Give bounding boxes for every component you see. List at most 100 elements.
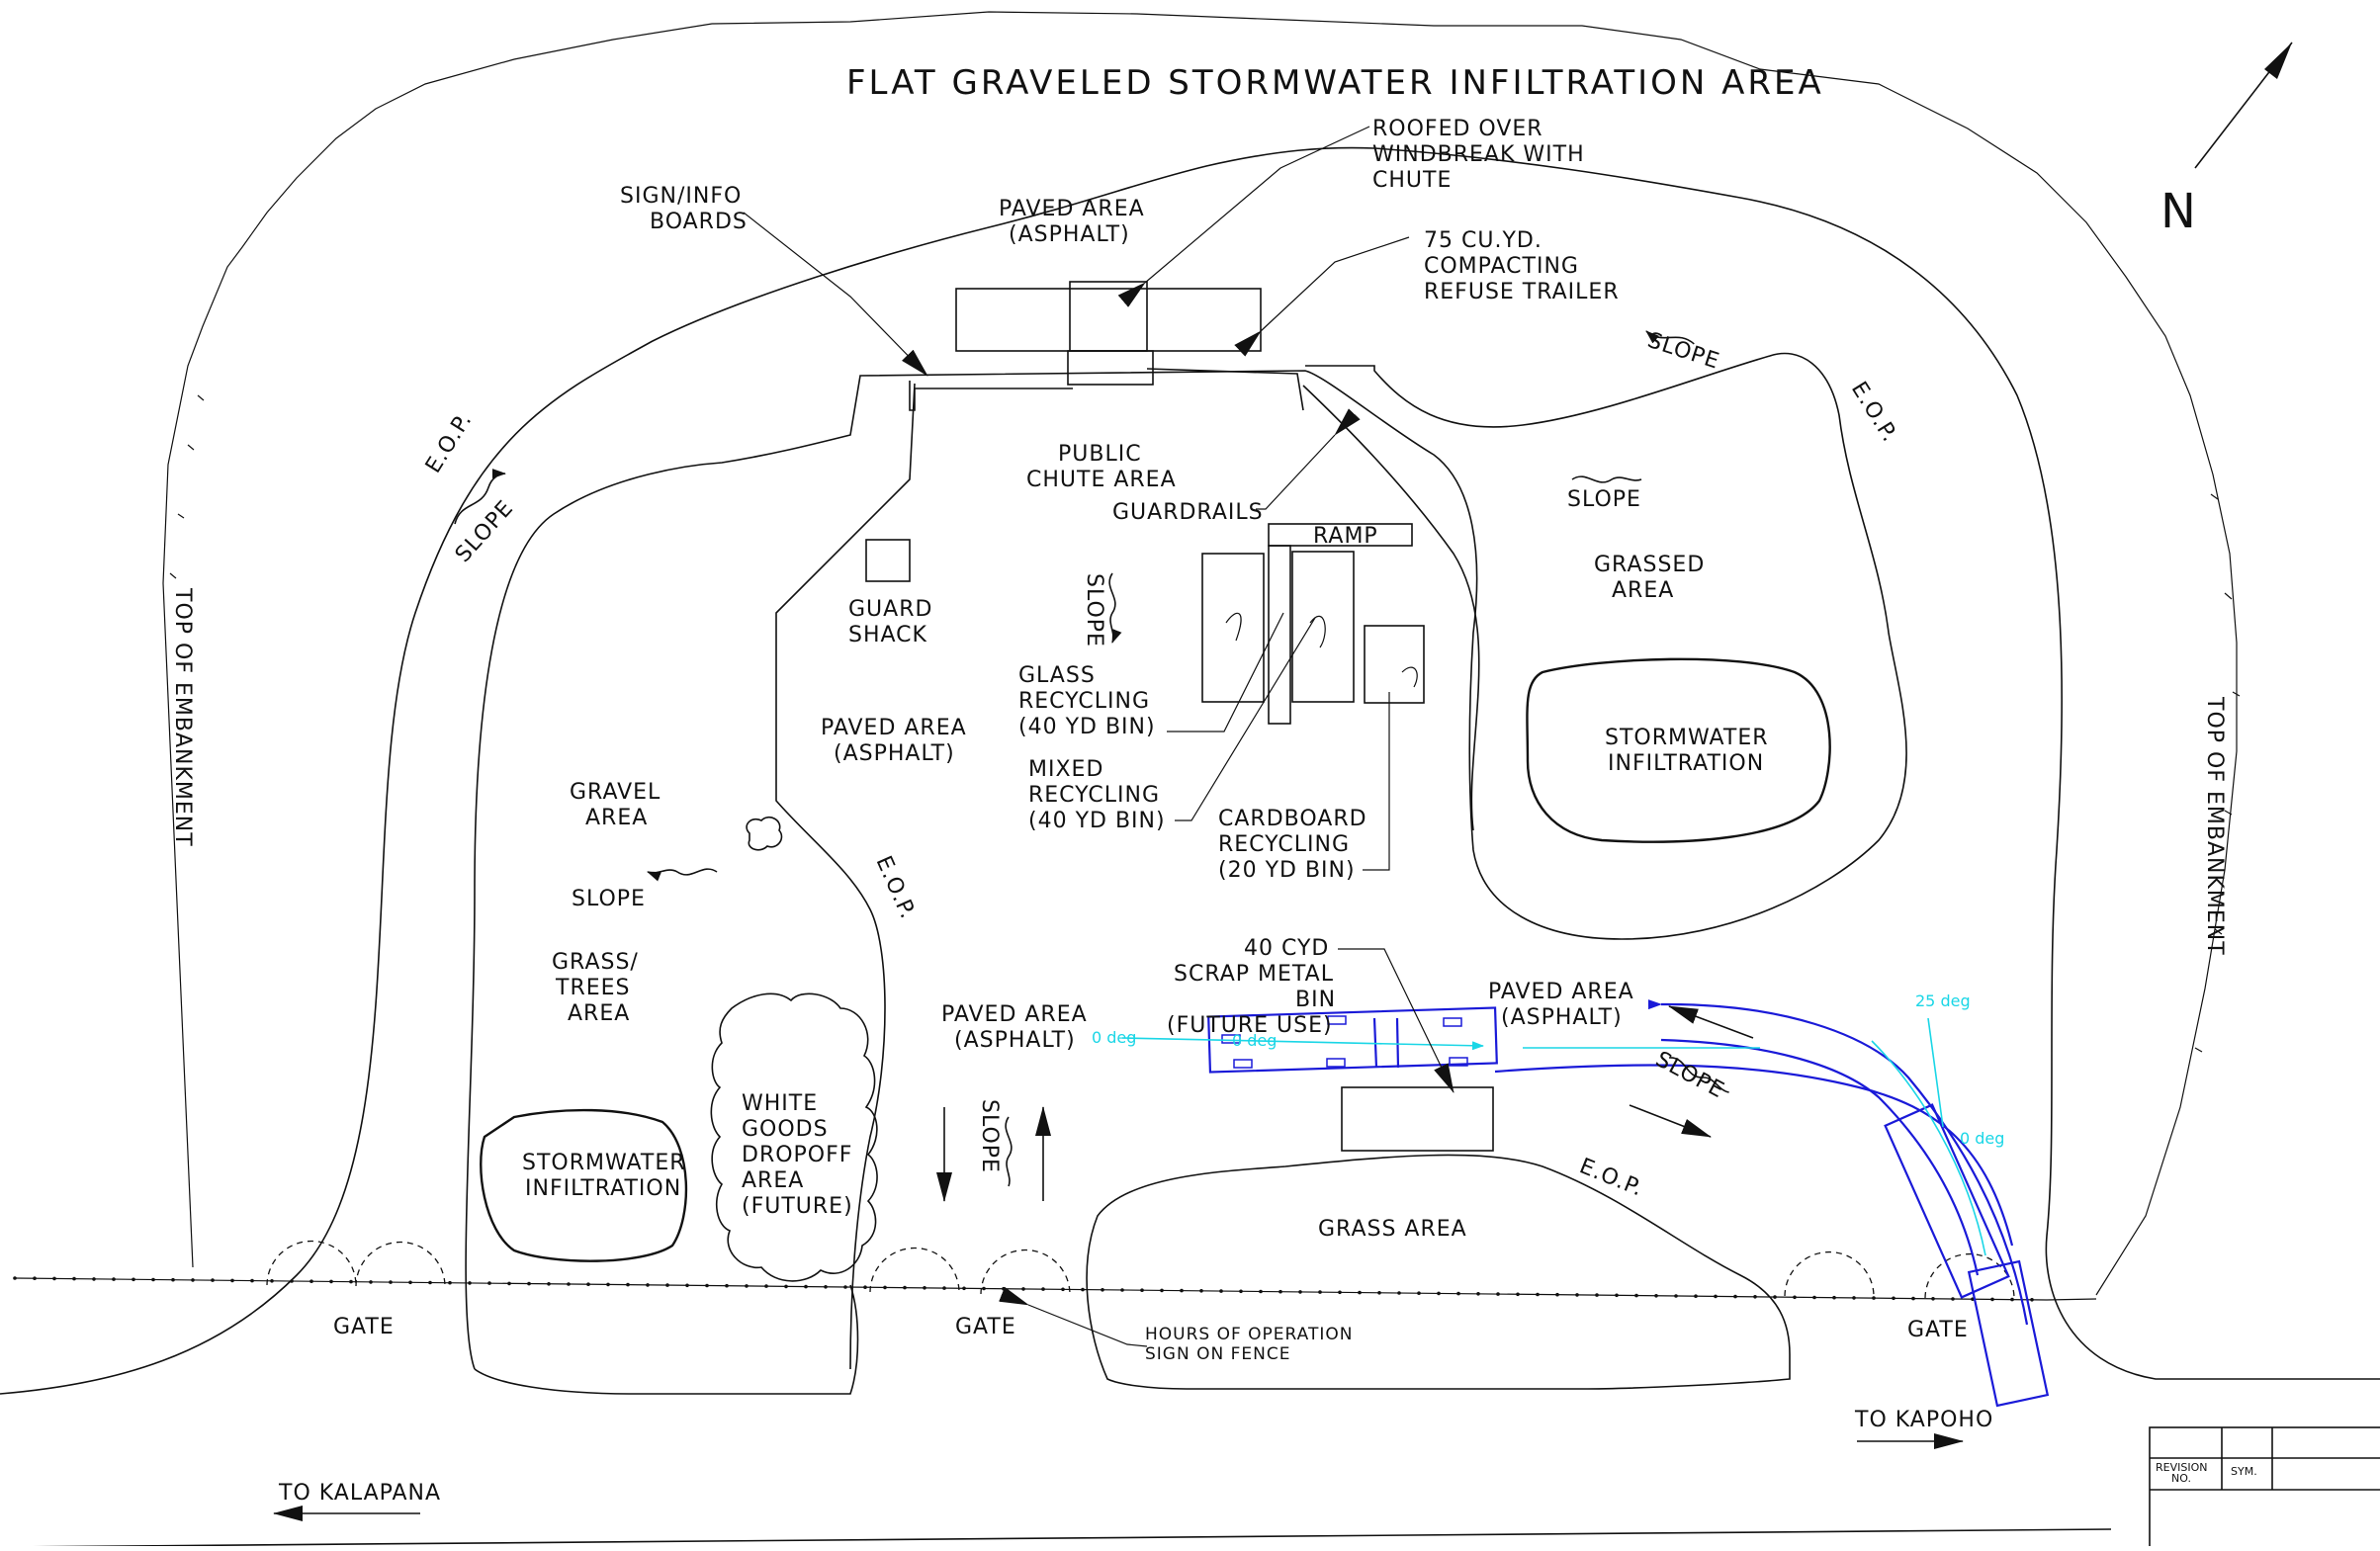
- fence-post: [883, 1285, 887, 1290]
- fence-post: [567, 1282, 571, 1286]
- label-slope-lower-right: SLOPE: [1651, 1047, 1728, 1103]
- label-angle-0-right: 0 deg: [1960, 1129, 2004, 1148]
- fence-post: [646, 1283, 650, 1287]
- fence-post: [1634, 1293, 1638, 1298]
- fence-post: [1298, 1290, 1302, 1294]
- fence-post: [982, 1286, 986, 1291]
- svg-text:STORMWATER: STORMWATER: [1605, 726, 1769, 750]
- fence-post: [1061, 1287, 1065, 1292]
- svg-text:SCRAP METAL: SCRAP METAL: [1174, 962, 1334, 987]
- fence-post: [33, 1276, 37, 1280]
- label-guard-shack: GUARD SHACK: [848, 597, 932, 647]
- fence-post: [112, 1277, 116, 1281]
- fence-post: [1417, 1291, 1421, 1295]
- label-to-kapoho: TO KAPOHO: [1854, 1408, 1993, 1432]
- fence-post: [329, 1279, 333, 1284]
- fence-post: [1753, 1295, 1757, 1299]
- fence-post: [151, 1277, 155, 1282]
- fence-post: [606, 1282, 610, 1287]
- fence-post: [1496, 1292, 1500, 1296]
- fence-post: [171, 1277, 175, 1282]
- svg-text:CARDBOARD: CARDBOARD: [1218, 807, 1367, 831]
- label-paved-area-right: PAVED AREA (ASPHALT): [1488, 980, 1633, 1030]
- fence-post: [1990, 1297, 1994, 1302]
- svg-text:PAVED AREA: PAVED AREA: [821, 716, 967, 740]
- fence-post: [428, 1280, 432, 1285]
- fence-post: [725, 1283, 729, 1288]
- cardboard-recycling-bin: [1364, 625, 1425, 704]
- svg-text:RECYCLING: RECYCLING: [1218, 832, 1350, 857]
- fence-post: [1654, 1294, 1658, 1298]
- svg-text:CHUTE: CHUTE: [1372, 168, 1452, 193]
- windbreak-structures: [909, 281, 1304, 411]
- label-gate-right: GATE: [1907, 1318, 1969, 1342]
- svg-text:GRAVEL: GRAVEL: [570, 780, 661, 805]
- slope-symbols: [454, 330, 1729, 1187]
- fence-post: [1358, 1290, 1362, 1295]
- grass-area-outline: [1086, 1154, 1791, 1390]
- fence-post: [230, 1278, 234, 1283]
- fence-post: [626, 1282, 630, 1287]
- label-gate-left: GATE: [333, 1315, 395, 1339]
- fence-post: [903, 1285, 907, 1290]
- fence-post: [1931, 1297, 1935, 1301]
- label-north: N: [2160, 184, 2196, 239]
- fence-post: [369, 1280, 373, 1284]
- svg-text:(40 YD BIN): (40 YD BIN): [1018, 715, 1156, 739]
- fence-post: [1437, 1291, 1441, 1296]
- svg-text:HOURS OF OPERATION: HOURS OF OPERATION: [1145, 1325, 1353, 1344]
- fence-post: [824, 1285, 828, 1289]
- truck-turning-path: [1207, 999, 2050, 1408]
- label-glass-recycling: GLASS RECYCLING (40 YD BIN): [1018, 663, 1156, 739]
- fence-post: [1259, 1289, 1263, 1294]
- fence-post: [132, 1277, 135, 1282]
- label-top-of-embankment-right: TOP OF EMBANKMENT: [2202, 696, 2227, 956]
- fence-post: [1219, 1289, 1223, 1293]
- fence-post: [1872, 1296, 1876, 1300]
- svg-text:GUARD: GUARD: [848, 597, 932, 622]
- stormwater-pond-left: [480, 1108, 688, 1262]
- svg-text:CHUTE AREA: CHUTE AREA: [1026, 468, 1177, 492]
- fence-post: [923, 1286, 926, 1290]
- scrap-metal-bin: [1341, 1086, 1494, 1152]
- label-paved-area-top: PAVED AREA (ASPHALT): [999, 197, 1144, 247]
- ramp: [1268, 523, 1413, 547]
- svg-text:STORMWATER: STORMWATER: [522, 1151, 686, 1175]
- label-slope-right: SLOPE: [1567, 487, 1641, 512]
- fence-post: [1555, 1292, 1559, 1297]
- traffic-arrows: [936, 1005, 1754, 1202]
- slope-symbol-center: [1108, 572, 1122, 644]
- fence-post: [191, 1278, 195, 1282]
- fence-post: [1516, 1292, 1520, 1297]
- fence-post: [1812, 1295, 1816, 1300]
- fence-post: [1199, 1289, 1203, 1293]
- svg-text:TREES: TREES: [555, 976, 631, 1000]
- fence-post: [72, 1276, 76, 1281]
- slope-symbol-gravel: [647, 868, 718, 882]
- traffic-arrow-right: [1629, 1104, 1712, 1138]
- fence-post: [942, 1286, 946, 1290]
- fence-post: [1318, 1290, 1322, 1294]
- fence-post: [843, 1285, 847, 1289]
- fence-post: [1140, 1288, 1144, 1292]
- fence-post: [1180, 1288, 1184, 1293]
- fence-post: [586, 1282, 590, 1286]
- svg-text:SIGN/INFO: SIGN/INFO: [620, 184, 742, 209]
- svg-text:BIN: BIN: [1295, 988, 1336, 1012]
- fence-post: [1021, 1287, 1025, 1291]
- label-top-of-embankment-left: TOP OF EMBANKMENT: [170, 587, 195, 847]
- fence-post: [468, 1281, 472, 1285]
- fence-post: [211, 1278, 215, 1282]
- fence-post: [1338, 1290, 1342, 1295]
- fence-post: [1951, 1297, 1955, 1301]
- fence-post: [1832, 1295, 1836, 1300]
- tree-symbol: [746, 816, 783, 851]
- svg-text:AREA: AREA: [585, 806, 648, 830]
- svg-text:NO.: NO.: [2171, 1472, 2191, 1485]
- fence-post: [804, 1284, 808, 1289]
- fence-post: [1615, 1293, 1619, 1298]
- fence-post: [448, 1280, 452, 1285]
- svg-text:(ASPHALT): (ASPHALT): [954, 1028, 1076, 1053]
- svg-text:GRASS/: GRASS/: [552, 950, 639, 975]
